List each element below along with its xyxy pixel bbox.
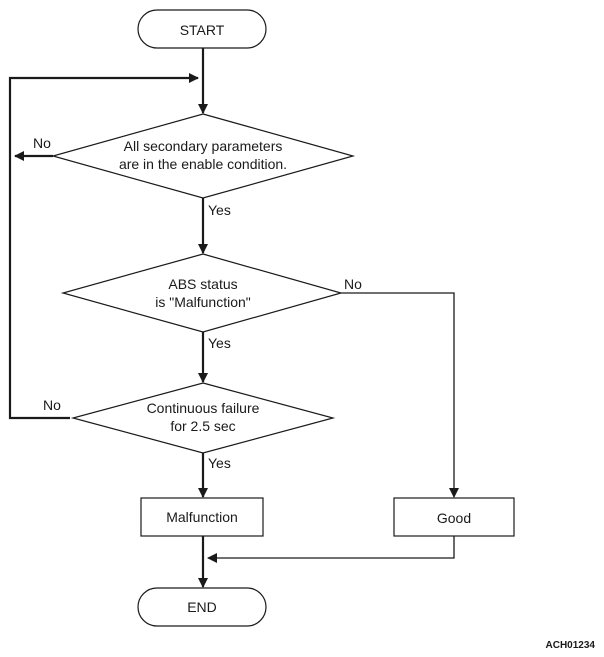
continuous-failure-line1: Continuous failure xyxy=(147,400,260,416)
end-label: END xyxy=(187,599,217,615)
good-label: Good xyxy=(437,510,471,526)
malfunction-label: Malfunction xyxy=(166,509,238,525)
continuous-failure-decision: Continuous failure for 2.5 sec xyxy=(70,382,336,454)
retry-loop-connector xyxy=(8,73,199,420)
abs-status-line1: ABS status xyxy=(168,276,237,292)
abs-status-decision: ABS status is "Malfunction" xyxy=(60,253,344,333)
good-to-end-connector xyxy=(207,536,455,563)
abs-no-label: No xyxy=(344,276,362,292)
params-decision: All secondary parameters are in the enab… xyxy=(50,113,356,199)
params-decision-line2: are in the enable condition. xyxy=(119,156,287,172)
abs-status-line2: is "Malfunction" xyxy=(155,294,251,310)
good-box: Good xyxy=(393,497,515,537)
end-terminal: END xyxy=(137,587,267,627)
start-terminal: START xyxy=(137,9,267,49)
continuous-failure-line2: for 2.5 sec xyxy=(170,418,235,434)
figure-code: ACH01234 xyxy=(546,640,596,651)
params-decision-line1: All secondary parameters xyxy=(124,138,283,154)
continuous-yes-label: Yes xyxy=(208,455,231,471)
abs-no-connector xyxy=(341,292,459,498)
malfunction-box: Malfunction xyxy=(140,497,264,537)
params-no-label: No xyxy=(33,135,51,151)
continuous-no-label: No xyxy=(43,397,61,413)
abs-yes-label: Yes xyxy=(208,335,231,351)
params-yes-label: Yes xyxy=(208,202,231,218)
start-label: START xyxy=(180,22,225,38)
